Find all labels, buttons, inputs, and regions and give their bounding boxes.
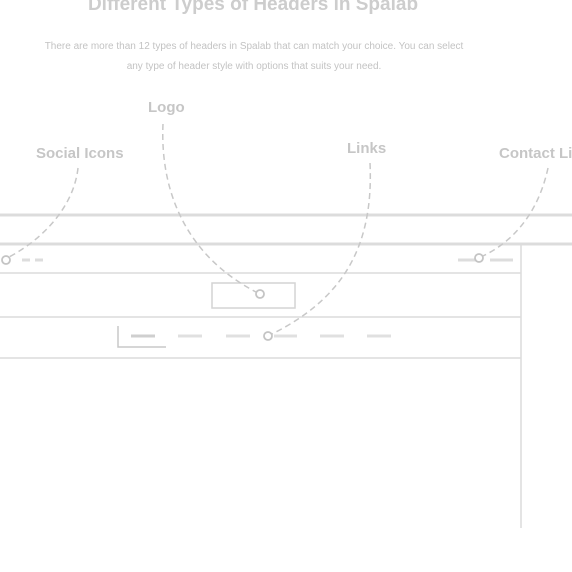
callout-social-icons-label: Social Icons [36,145,124,162]
marker-links [263,331,273,341]
description-line-2: any type of header style with options th… [126,61,382,72]
page-title: Different Types of Headers in Spalab [87,0,419,15]
callout-contact-links-label: Contact Lin [499,145,572,162]
nav-links-placeholder [117,326,391,348]
connector-social-icons [8,167,79,258]
logo-placeholder-box [211,282,296,309]
wireframe-frame [0,213,572,528]
connector-logo [162,123,257,293]
connector-links [271,162,372,335]
marker-logo [255,289,265,299]
connector-markers [1,253,484,341]
description-line-1: There are more than 12 types of headers … [44,41,464,52]
marker-contact-links [474,253,484,263]
callout-connectors [8,123,549,335]
connector-contact-links [482,167,549,257]
callout-links-label: Links [347,140,387,157]
callout-logo-label: Logo [148,99,185,116]
marker-social-icons [1,255,11,265]
nav-active-indicator [117,326,166,348]
